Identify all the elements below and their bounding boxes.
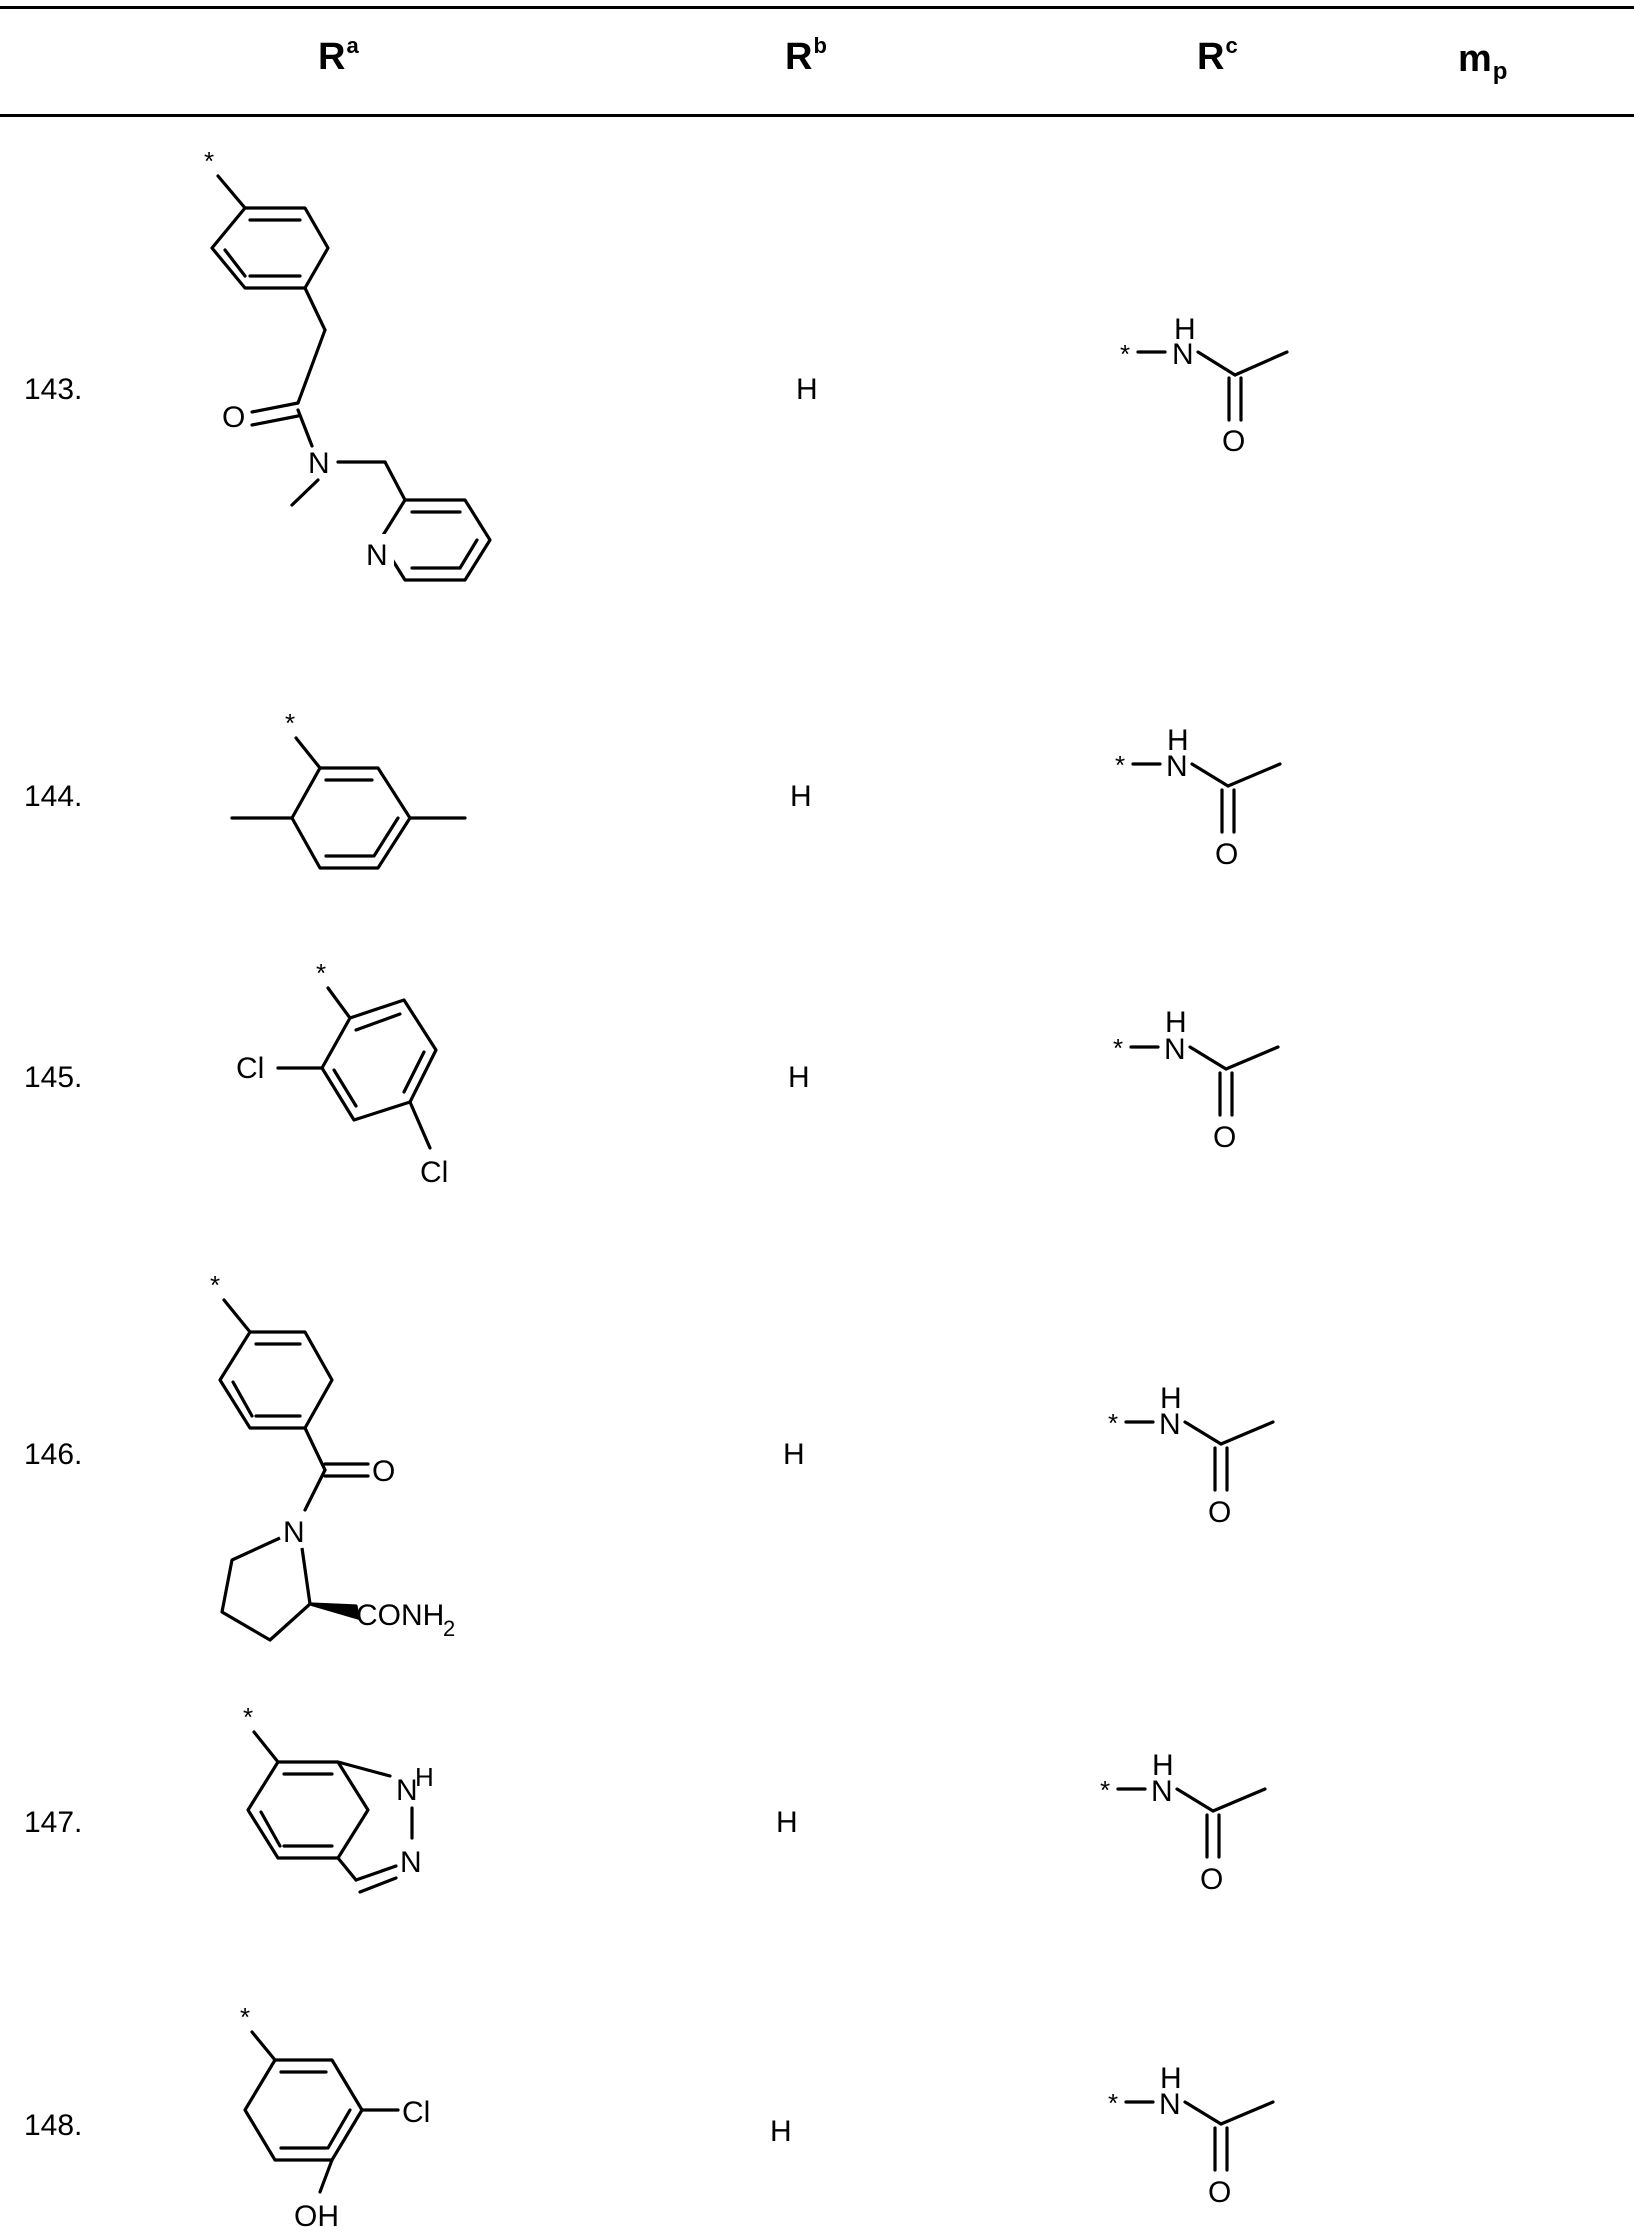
bond [1221,2102,1273,2124]
atom-n: N [1159,2088,1181,2121]
bond [1185,2102,1221,2124]
atom-o: O [1208,2176,1231,2209]
attach-star: * [1108,2088,1118,2118]
